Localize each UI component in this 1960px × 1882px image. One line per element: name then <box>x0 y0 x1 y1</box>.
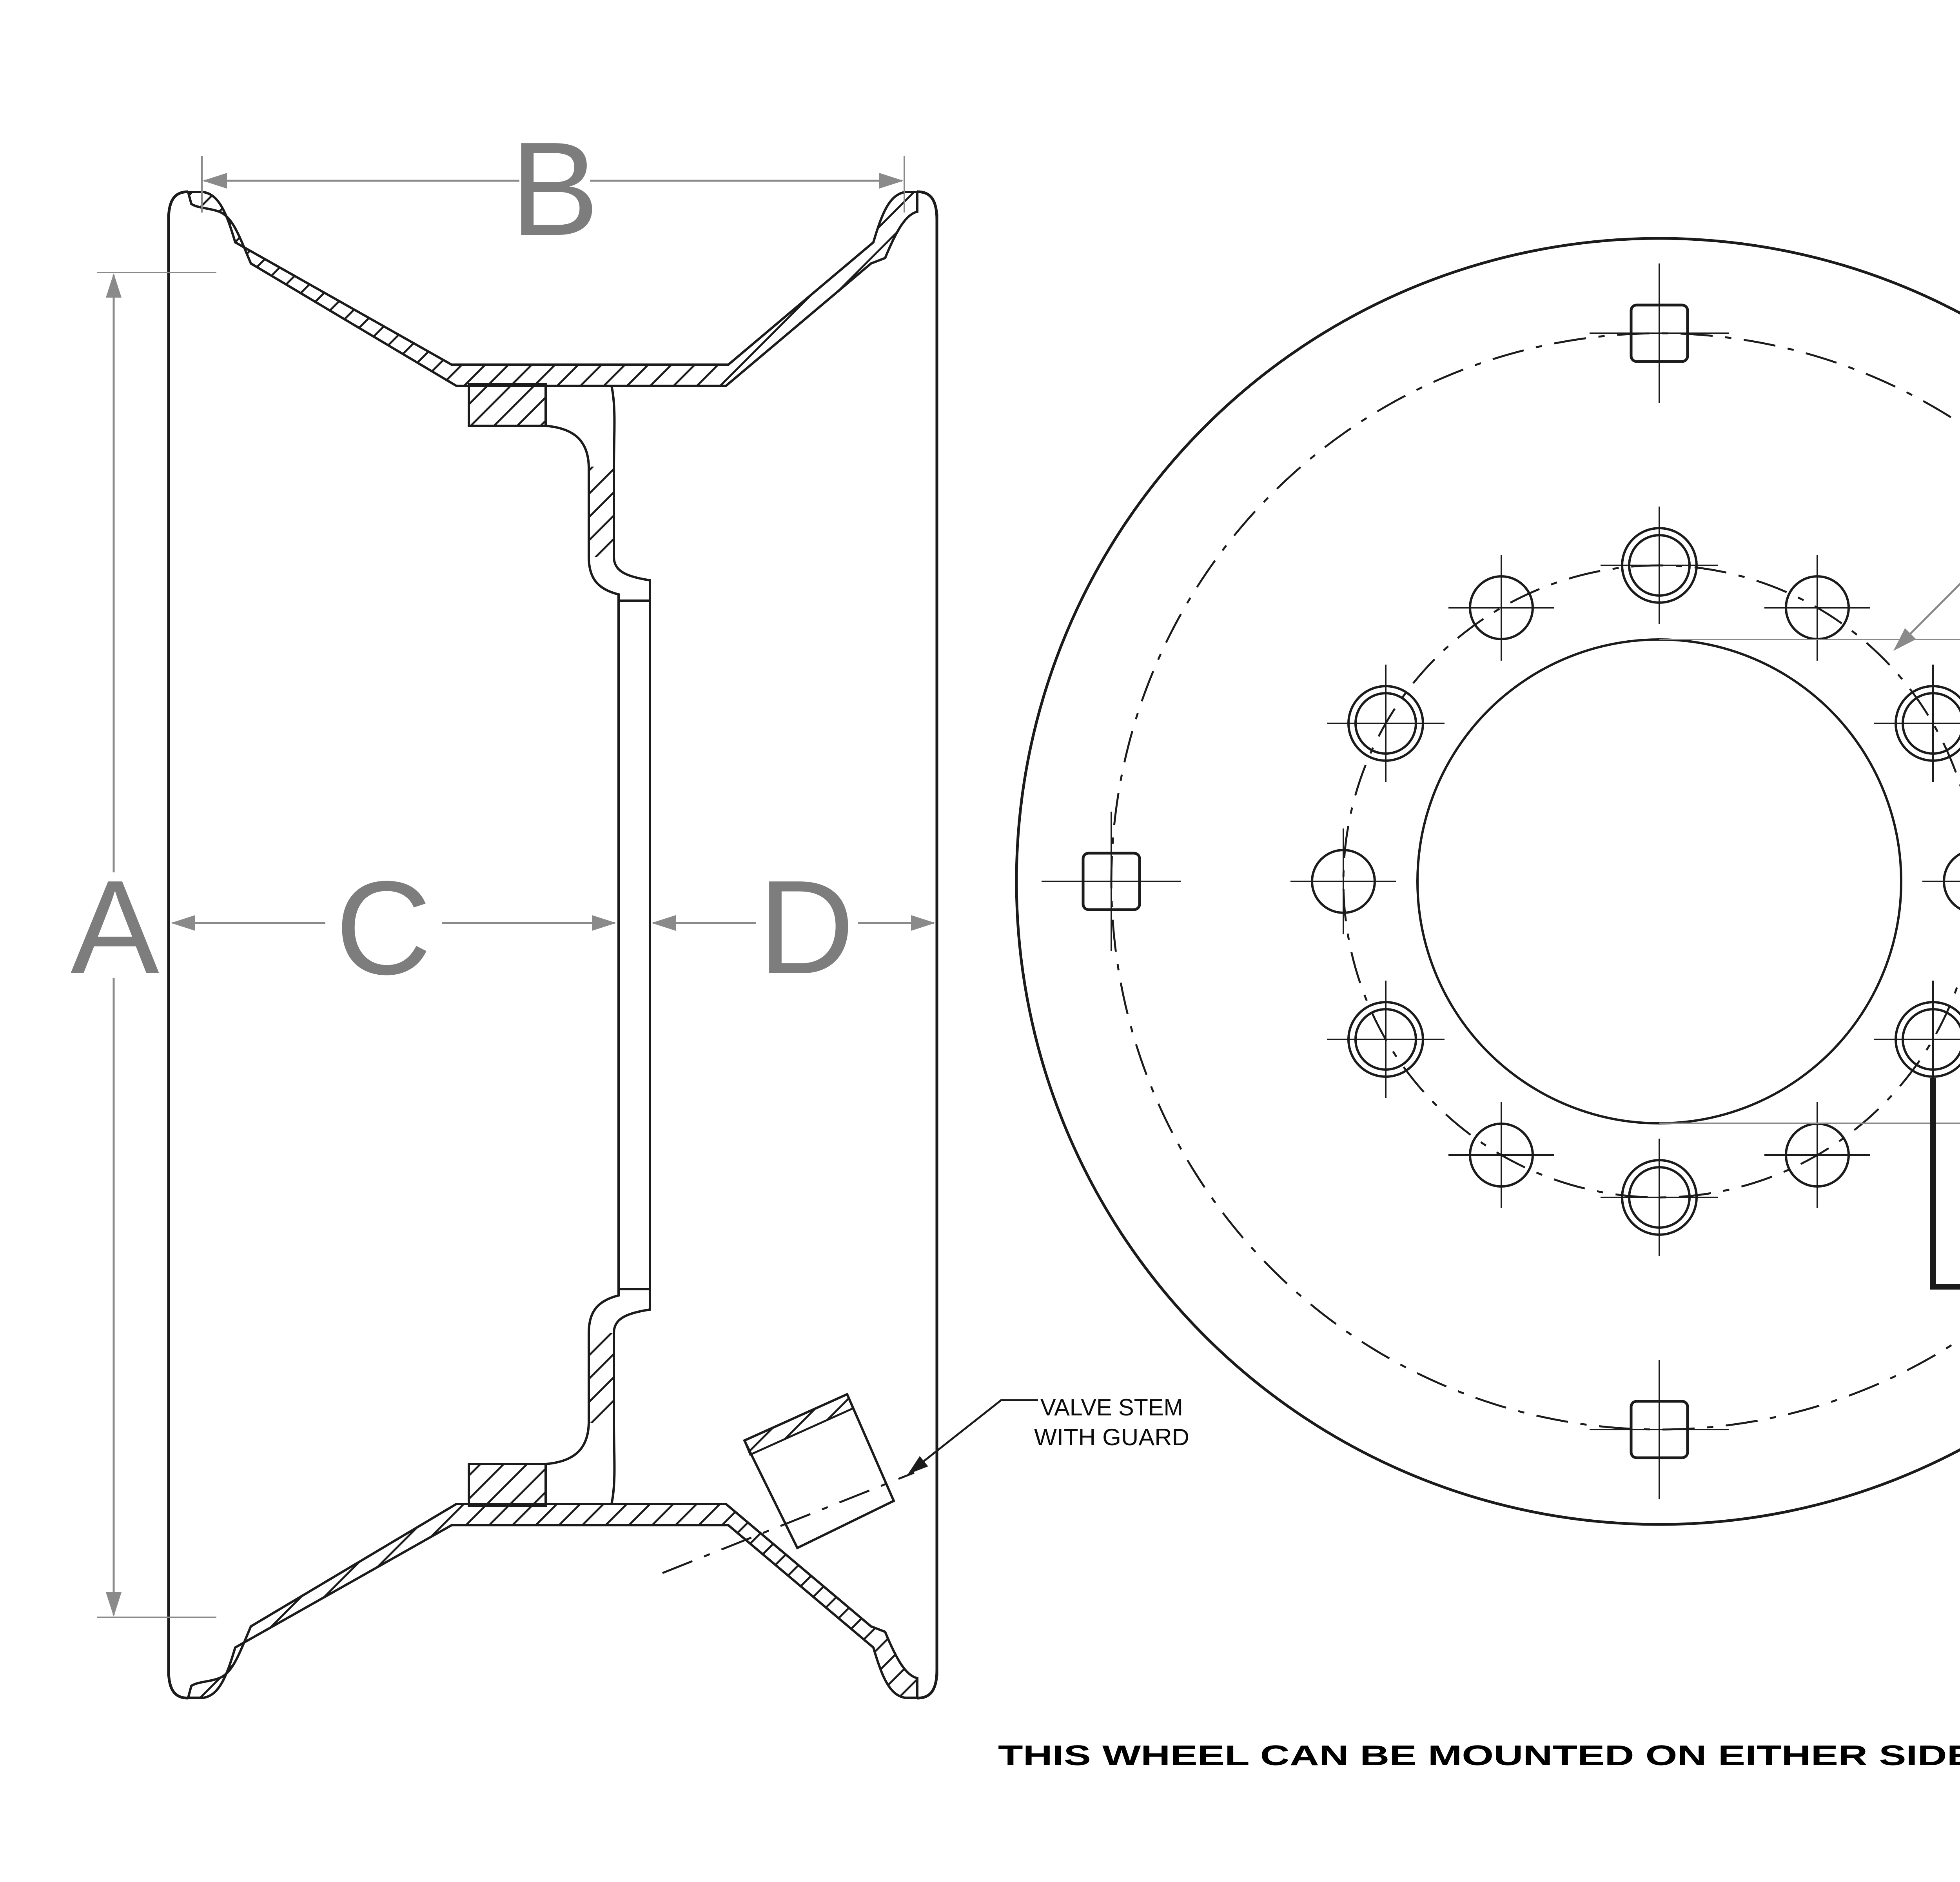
bolt-circle <box>1342 564 1960 1199</box>
stud-hole-single <box>1922 852 1960 910</box>
dim-label-a: A <box>71 853 160 1002</box>
valve-stem-guard <box>662 1393 915 1574</box>
stud-hole-single <box>1764 1102 1870 1208</box>
side-view-cross-section <box>167 190 938 1700</box>
dimension-e: E <box>1887 582 1960 657</box>
flange-curl-bottom-left <box>167 1670 189 1700</box>
valve-note-line2: WITH GUARD <box>1034 1424 1189 1450</box>
stud-hole-single <box>1448 554 1554 661</box>
disc-step-top <box>468 383 547 427</box>
flange-curl-top-left <box>167 190 189 220</box>
valve-axis-centerline <box>662 1471 915 1574</box>
rim-band-bottom <box>187 1503 918 1699</box>
rim-outer-circle <box>1015 237 1960 1526</box>
dimension-f: F <box>1659 639 1960 1124</box>
stud-hole-single <box>1764 554 1870 661</box>
stud-hole-single <box>1290 828 1396 934</box>
dimension-a: A <box>71 272 216 1618</box>
dim-label-b: B <box>510 114 599 263</box>
dimension-b: B <box>201 114 905 263</box>
disc-step-bottom <box>468 1463 547 1507</box>
flange-curl-top-right <box>917 190 938 220</box>
front-view <box>1015 237 1960 1526</box>
stud-hole-single <box>1448 1102 1554 1208</box>
valve-leader-line <box>909 1399 1038 1473</box>
e-leader-line <box>1895 582 1960 649</box>
stud-hole-double <box>1601 507 1718 624</box>
valve-note-line1: VALVE STEM <box>1040 1394 1183 1421</box>
stud-holes <box>1290 507 1960 1256</box>
section-leader-line <box>1930 1078 1960 1290</box>
disc-slab <box>617 599 651 1290</box>
disc-neck-bottom-right <box>610 1289 651 1504</box>
valve-annotation: VALVE STEM WITH GUARD <box>904 1394 1189 1480</box>
hand-holes <box>1042 263 1729 1499</box>
stud-hole-double <box>1874 981 1960 1098</box>
valve-guard-hatch-strip <box>743 1393 855 1456</box>
hand-hole-square <box>1042 812 1181 951</box>
dimension-d: D <box>652 853 935 1002</box>
stud-hole-double <box>1327 981 1445 1098</box>
center-bore-circle <box>1416 638 1902 1124</box>
disc-neck-top-right <box>610 385 651 601</box>
section-leader <box>1930 1078 1960 1290</box>
dim-label-d: D <box>758 853 855 1002</box>
dimension-c: C <box>171 854 616 1003</box>
disc-neck-top-left <box>545 425 620 601</box>
stud-hole-double <box>1601 1139 1718 1256</box>
stud-hole-double <box>1874 665 1960 782</box>
disc-neck-bottom-hatch <box>590 1333 613 1423</box>
rim-band-top <box>187 191 918 387</box>
footer-note: THIS WHEEL CAN BE MOUNTED ON EITHER SIDE <box>998 1740 1960 1771</box>
hand-hole-square <box>1590 263 1729 403</box>
flange-curl-bottom-right <box>917 1670 938 1700</box>
dim-label-c: C <box>335 854 432 1003</box>
hand-hole-square <box>1590 1360 1729 1499</box>
disc-neck-top-hatch <box>590 467 613 557</box>
disc-neck-bottom-left <box>545 1289 620 1465</box>
stud-hole-double <box>1327 665 1445 782</box>
hand-hole-circle <box>1110 332 1960 1431</box>
